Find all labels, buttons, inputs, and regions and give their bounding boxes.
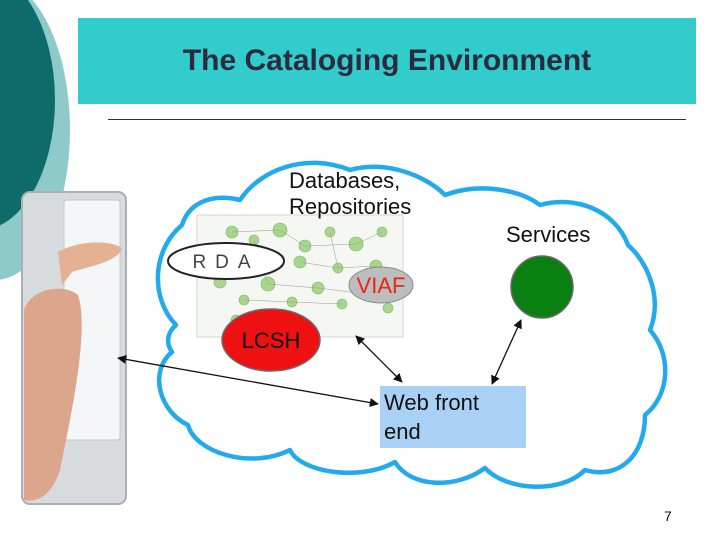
decor-circle-dark: [0, 0, 55, 226]
tablet-hand-image: [21, 191, 127, 505]
title-bar: [78, 18, 696, 104]
hand-pointing: [58, 242, 122, 285]
services-node: [510, 255, 574, 319]
title-divider: [108, 119, 686, 120]
rda-logo-text: RDA: [192, 252, 259, 273]
lcsh-label: LCSH: [242, 328, 301, 353]
databases-repositories-label: Databases, Repositories: [289, 168, 412, 219]
viaf-label: VIAF: [357, 273, 406, 298]
lcsh-node: LCSH: [221, 308, 321, 372]
hand-holding: [24, 288, 82, 501]
environment-cloud-outline: [155, 160, 668, 489]
web-front-end-box: [380, 386, 526, 448]
arrow-tablet-webfront: [117, 354, 379, 408]
rda-logo: RDA: [167, 242, 285, 280]
arrow-services-webfront: [491, 319, 522, 385]
slide-title: The Cataloging Environment: [182, 44, 592, 77]
services-label: Services: [506, 222, 591, 247]
web-front-end-label: Web front end: [384, 390, 479, 444]
arrow-lcsh-webfront: [355, 335, 403, 383]
page-number: 7: [664, 508, 672, 524]
viaf-node: VIAF: [348, 266, 414, 304]
